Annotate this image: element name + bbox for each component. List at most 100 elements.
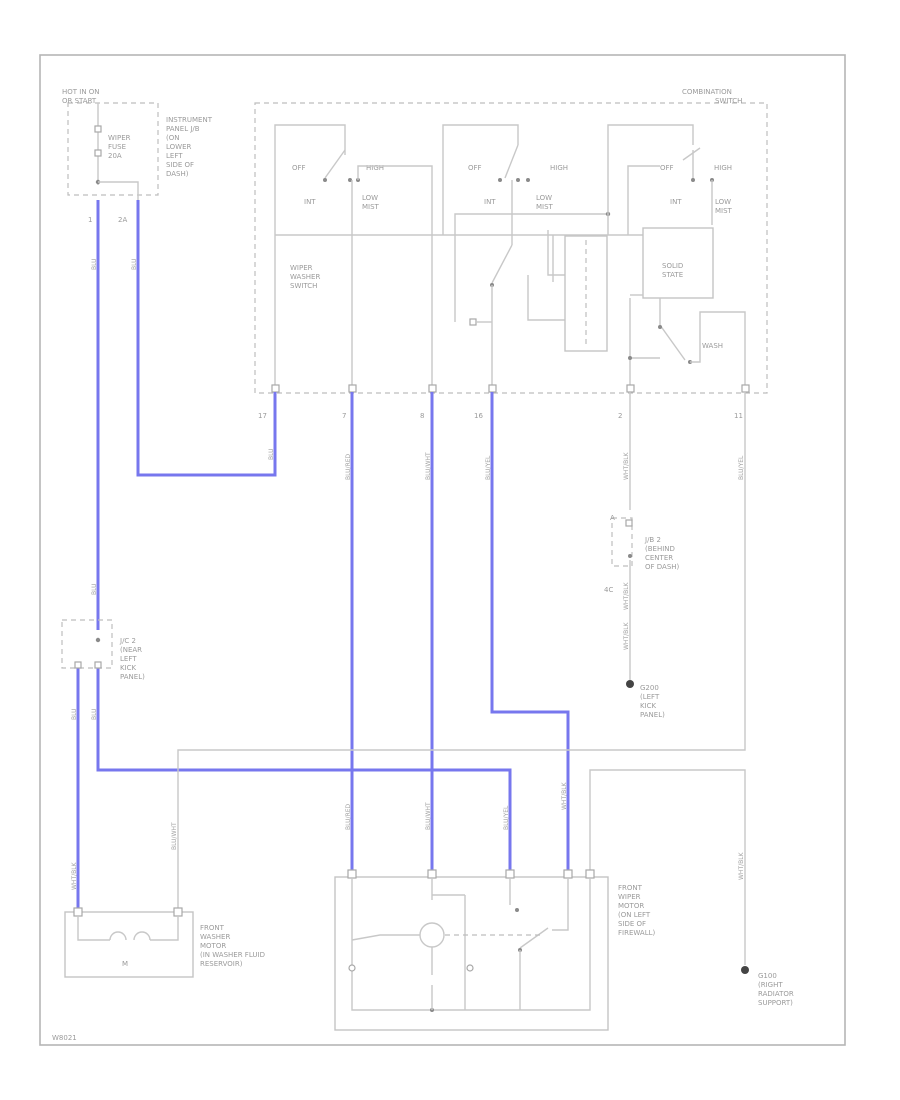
wash-label: WASH: [702, 342, 723, 350]
svg-text:OF DASH): OF DASH): [645, 563, 680, 571]
wire-label-20: WHT/BLK: [71, 861, 78, 890]
svg-text:(ON LEFT: (ON LEFT: [618, 911, 651, 919]
hot-in-on-label: HOT IN ON OR START: [62, 88, 100, 105]
wire-label-3: BLU: [268, 448, 275, 460]
pin-4c: 4C: [604, 586, 613, 594]
svg-text:STATE: STATE: [662, 271, 683, 279]
wire-label-11: BLU: [91, 708, 98, 720]
svg-text:INT: INT: [670, 198, 682, 206]
pin-a: A: [610, 514, 615, 522]
svg-text:INT: INT: [304, 198, 316, 206]
svg-text:G200: G200: [640, 684, 659, 692]
wiper-fuse-symbol: [94, 103, 102, 185]
svg-text:PANEL J/B: PANEL J/B: [166, 125, 200, 133]
svg-text:LOW: LOW: [536, 194, 552, 202]
pin-1: 1: [88, 216, 92, 224]
wire-switch-pin16: [490, 392, 570, 872]
svg-text:COMBINATION: COMBINATION: [682, 88, 732, 96]
front-wiper-motor-box: [334, 876, 609, 1031]
wire-label-9: BLU: [91, 583, 98, 595]
fuse-label: WIPER FUSE 20A: [108, 134, 131, 160]
jb2-label: J/B 2 (BEHIND CENTER OF DASH): [644, 536, 680, 571]
svg-text:J/B 2: J/B 2: [644, 536, 661, 544]
svg-text:SUPPORT): SUPPORT): [758, 999, 793, 1007]
svg-text:INSTRUMENT: INSTRUMENT: [166, 116, 213, 124]
pin-17: 17: [258, 412, 267, 420]
pin-11: 11: [734, 412, 743, 420]
ground-g100-symbol: [741, 966, 749, 974]
svg-text:LEFT: LEFT: [120, 655, 137, 663]
svg-text:SIDE OF: SIDE OF: [166, 161, 194, 169]
svg-text:HIGH: HIGH: [550, 164, 568, 172]
jb2-box: [611, 517, 633, 567]
ground-g200-symbol: [626, 680, 634, 688]
pin-7: 7: [342, 412, 346, 420]
svg-text:PANEL): PANEL): [640, 711, 665, 719]
svg-text:(ON: (ON: [166, 134, 179, 142]
pin-2a: 2A: [118, 216, 127, 224]
svg-text:LOW: LOW: [715, 198, 731, 206]
svg-text:FRONT: FRONT: [200, 924, 225, 932]
wire-label-15: BLU/YEL: [503, 805, 510, 830]
wire-washer-to-switch: [177, 392, 746, 910]
wire-label-5: BLU/WHT: [425, 452, 432, 480]
svg-text:WASHER: WASHER: [290, 273, 320, 281]
combination-switch-box: [254, 102, 768, 394]
wire-label-19: WHT/BLK: [738, 851, 745, 880]
wire-label-14: BLU/WHT: [425, 802, 432, 830]
svg-text:J/C 2: J/C 2: [119, 637, 136, 645]
svg-text:MIST: MIST: [362, 203, 380, 211]
svg-text:FIREWALL): FIREWALL): [618, 929, 656, 937]
front-washer-motor-box: [64, 911, 194, 978]
wiper-washer-switch-label: WIPER WASHER SWITCH: [290, 264, 320, 290]
svg-text:SWITCH: SWITCH: [715, 97, 742, 105]
wire-label-12: BLU/WHT: [171, 822, 178, 850]
wiper-motor-internals: [348, 878, 591, 1012]
wire-label-13: BLU/RED: [345, 803, 352, 830]
svg-text:SIDE OF: SIDE OF: [618, 920, 646, 928]
svg-text:MIST: MIST: [715, 207, 733, 215]
switch-section-left: OFF HIGH INT LOW MIST: [274, 124, 433, 388]
svg-text:HIGH: HIGH: [366, 164, 384, 172]
wire-label-2: BLU: [131, 258, 138, 270]
svg-text:OFF: OFF: [660, 164, 674, 172]
svg-text:(IN WASHER FLUID: (IN WASHER FLUID: [200, 951, 265, 959]
wire-label-6: BLU/YEL: [485, 455, 492, 480]
svg-text:RADIATOR: RADIATOR: [758, 990, 794, 998]
svg-text:RESERVOIR): RESERVOIR): [200, 960, 243, 968]
svg-text:20A: 20A: [108, 152, 122, 160]
svg-text:WIPER: WIPER: [290, 264, 313, 272]
svg-text:MIST: MIST: [536, 203, 554, 211]
pin-2: 2: [618, 412, 622, 420]
footer-code: W8021: [52, 1034, 77, 1042]
wire-label-17: WHT/BLK: [623, 621, 630, 650]
svg-text:OFF: OFF: [292, 164, 306, 172]
wire-label-16: WHT/BLK: [561, 781, 568, 810]
svg-text:WIPER: WIPER: [108, 134, 131, 142]
svg-text:LOWER: LOWER: [166, 143, 192, 151]
wire-label-8: BLU/YEL: [738, 455, 745, 480]
wire-label-18: WHT/BLK: [623, 581, 630, 610]
svg-text:MOTOR: MOTOR: [200, 942, 226, 950]
svg-text:SOLID: SOLID: [662, 262, 683, 270]
svg-text:CENTER: CENTER: [645, 554, 673, 562]
switch-terminals: [271, 384, 750, 393]
svg-text:KICK: KICK: [120, 664, 137, 672]
svg-text:FRONT: FRONT: [618, 884, 643, 892]
svg-text:(LEFT: (LEFT: [640, 693, 660, 701]
wire-jc2-to-wiper-motor: [96, 665, 512, 872]
diagram-frame: [39, 54, 846, 1046]
wire-fuse-to-switch: [136, 200, 277, 477]
solid-state-label: SOLID STATE: [662, 262, 683, 279]
svg-text:DASH): DASH): [166, 170, 189, 178]
wire-label-4: BLU/RED: [345, 453, 352, 480]
wire-label-1: BLU: [91, 258, 98, 270]
switch-section-right: OFF HIGH INT LOW MIST: [607, 124, 733, 235]
svg-text:OFF: OFF: [468, 164, 482, 172]
switch-section-middle: OFF HIGH INT LOW MIST: [442, 124, 611, 388]
wire-color-labels: BLU BLU BLU BLU/RED BLU/WHT BLU/YEL WHT/…: [71, 258, 745, 880]
combination-switch-label: COMBINATION SWITCH: [682, 88, 742, 105]
svg-text:MOTOR: MOTOR: [618, 902, 644, 910]
svg-text:WASHER: WASHER: [200, 933, 230, 941]
